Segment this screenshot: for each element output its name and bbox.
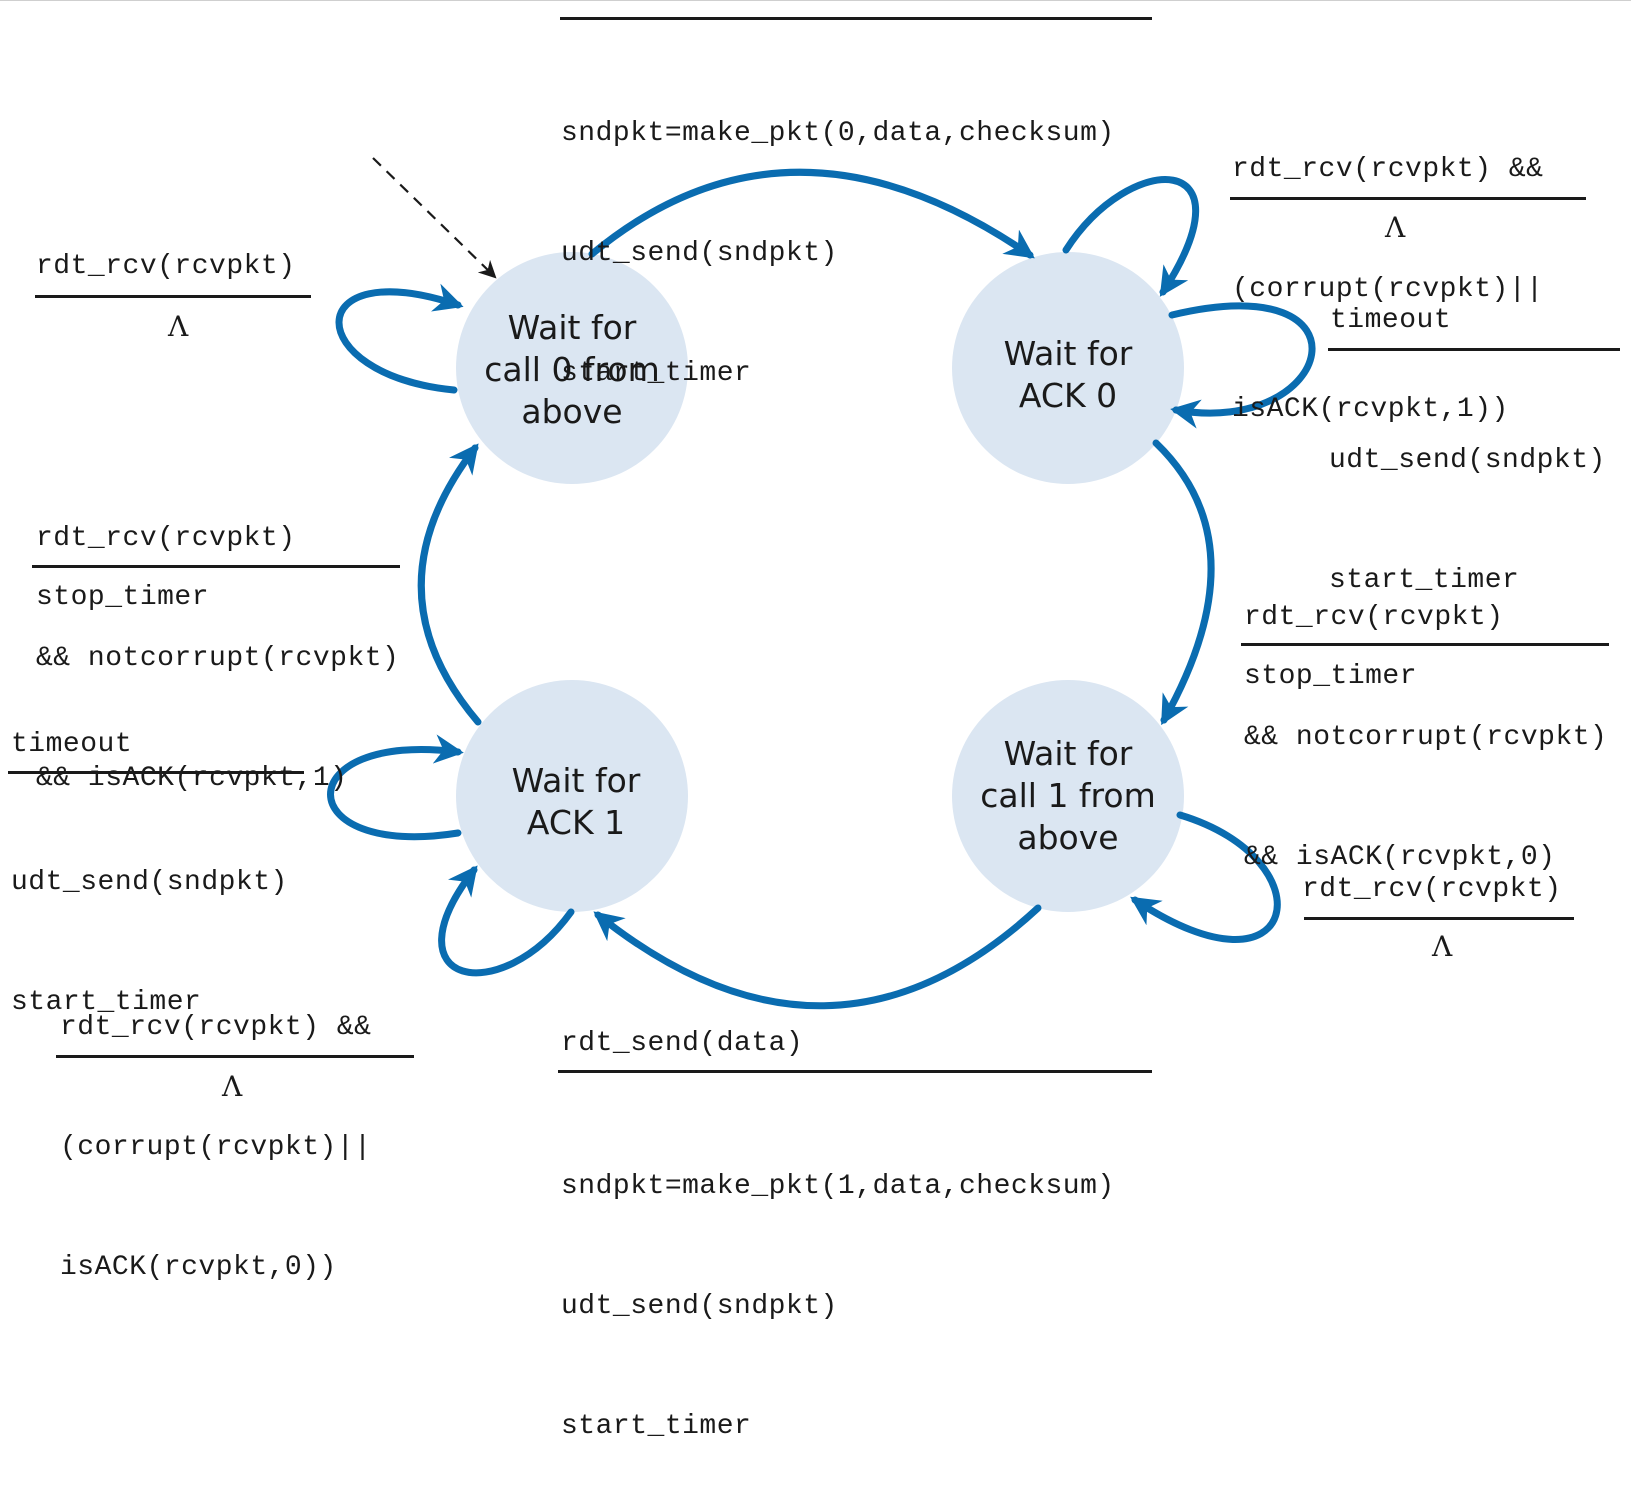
state-label-ack1: Wait for ACK 1 (456, 760, 696, 844)
loop-call1-self (1130, 811, 1281, 943)
loop-ack1-corrupt (438, 865, 575, 977)
event-line: && notcorrupt(rcvpkt) (1244, 722, 1608, 753)
initial-state-arrow (372, 157, 497, 279)
arrow-ack1-to-call0 (417, 443, 482, 726)
state-call1-line3: above (1017, 818, 1119, 857)
rule-ack1-corrupt (56, 1055, 414, 1058)
event-call1-to-ack1: rdt_send(data) (561, 1028, 804, 1059)
rule-ack0-timeout (1328, 348, 1620, 351)
event-ack1-to-call0: rdt_rcv(rcvpkt) && notcorrupt(rcvpkt) &&… (36, 439, 399, 839)
state-call1-line2: call 1 from (980, 776, 1156, 815)
action-line: sndpkt=make_pkt(1,data,checksum) (561, 1171, 1115, 1202)
event-call1-self: rdt_rcv(rcvpkt) (1302, 874, 1562, 905)
arrow-ack0-to-call1 (1152, 439, 1215, 726)
rule-ack0-to-call1 (1241, 643, 1609, 646)
event-ack0-corrupt: rdt_rcv(rcvpkt) && (corrupt(rcvpkt)|| is… (1232, 70, 1543, 470)
action-line: sndpkt=make_pkt(0,data,checksum) (561, 118, 1115, 149)
state-ack0-line2: ACK 0 (1018, 376, 1118, 415)
event-ack1-timeout: timeout (11, 729, 133, 760)
rule-ack1-timeout (8, 771, 304, 774)
event-line: rdt_rcv(rcvpkt) && (60, 1012, 372, 1043)
action-call0-to-ack0: sndpkt=make_pkt(0,data,checksum) udt_sen… (561, 34, 1115, 434)
rule-call1-to-ack1 (558, 1070, 1152, 1073)
event-call0-self: rdt_rcv(rcvpkt) (36, 251, 296, 282)
event-ack0-to-call1: rdt_rcv(rcvpkt) && notcorrupt(rcvpkt) &&… (1244, 518, 1607, 918)
arrow-call1-to-ack1 (593, 904, 1042, 1010)
action-line: start_timer (561, 1411, 752, 1442)
state-wait-call0 (456, 252, 688, 484)
event-line: rdt_rcv(rcvpkt) (1244, 602, 1504, 633)
action-line: start_timer (11, 987, 202, 1018)
action-call1-to-ack1: sndpkt=make_pkt(1,data,checksum) udt_sen… (561, 1087, 1115, 1487)
state-call0-line3: above (521, 392, 623, 431)
action-line: udt_send(sndpkt) (561, 1291, 838, 1322)
state-wait-ack1 (456, 680, 688, 912)
action-line: start_timer (561, 358, 752, 389)
state-ack0-line1: Wait for (1003, 334, 1133, 373)
action-line: udt_send(sndpkt) (1329, 445, 1606, 476)
action-ack1-timeout: udt_send(sndpkt) start_timer (11, 783, 288, 1063)
arrow-call0-to-ack0 (588, 168, 1035, 259)
state-ack1-line2: ACK 1 (526, 803, 626, 842)
loop-ack0-corrupt (1062, 176, 1200, 297)
event-line: && isACK(rcvpkt,0) (1244, 842, 1556, 873)
rule-ack0-corrupt (1230, 197, 1586, 200)
event-line: && isACK(rcvpkt,1) (36, 763, 348, 794)
rule-call0-self (35, 295, 311, 298)
event-line: (corrupt(rcvpkt)|| (60, 1132, 372, 1163)
action-ack0-timeout: udt_send(sndpkt) start_timer (1329, 361, 1606, 641)
lambda-ack1-corrupt: Λ (222, 1070, 243, 1103)
action-line: udt_send(sndpkt) (11, 867, 288, 898)
top-border (0, 0, 1631, 1)
state-wait-ack0 (952, 252, 1184, 484)
event-line: && notcorrupt(rcvpkt) (36, 643, 400, 674)
event-ack0-timeout: timeout (1330, 305, 1452, 336)
lambda-call0-self: Λ (168, 310, 189, 343)
event-line: rdt_rcv(rcvpkt) && (1232, 154, 1544, 185)
action-line: udt_send(sndpkt) (561, 238, 838, 269)
loop-ack0-timeout (1168, 302, 1316, 429)
lambda-ack0-corrupt: Λ (1385, 211, 1406, 244)
state-label-ack0: Wait for ACK 0 (948, 333, 1188, 417)
state-label-call0: Wait for call 0 from above (452, 307, 692, 433)
event-line: (corrupt(rcvpkt)|| (1232, 274, 1544, 305)
event-line: isACK(rcvpkt,0)) (60, 1252, 337, 1283)
state-wait-call1 (952, 680, 1184, 912)
event-line: rdt_rcv(rcvpkt) (36, 523, 296, 554)
action-ack0-to-call1: stop_timer (1244, 661, 1418, 692)
lambda-call1-self: Λ (1432, 930, 1453, 963)
rule-call0-to-ack0 (560, 17, 1152, 20)
loop-call0-self (335, 283, 464, 394)
action-line: start_timer (1329, 565, 1520, 596)
event-line: isACK(rcvpkt,1)) (1232, 394, 1509, 425)
state-label-call1: Wait for call 1 from above (948, 733, 1188, 859)
state-ack1-line1: Wait for (511, 761, 641, 800)
rule-ack1-to-call0 (32, 565, 400, 568)
loop-ack1-timeout (327, 734, 464, 841)
state-call0-line2: call 0 from (484, 350, 660, 389)
state-call1-line1: Wait for (1003, 734, 1133, 773)
state-call0-line1: Wait for (507, 308, 637, 347)
action-ack1-to-call0: stop_timer (36, 582, 210, 613)
rule-call1-self (1304, 917, 1574, 920)
fsm-diagram (327, 157, 1316, 1010)
